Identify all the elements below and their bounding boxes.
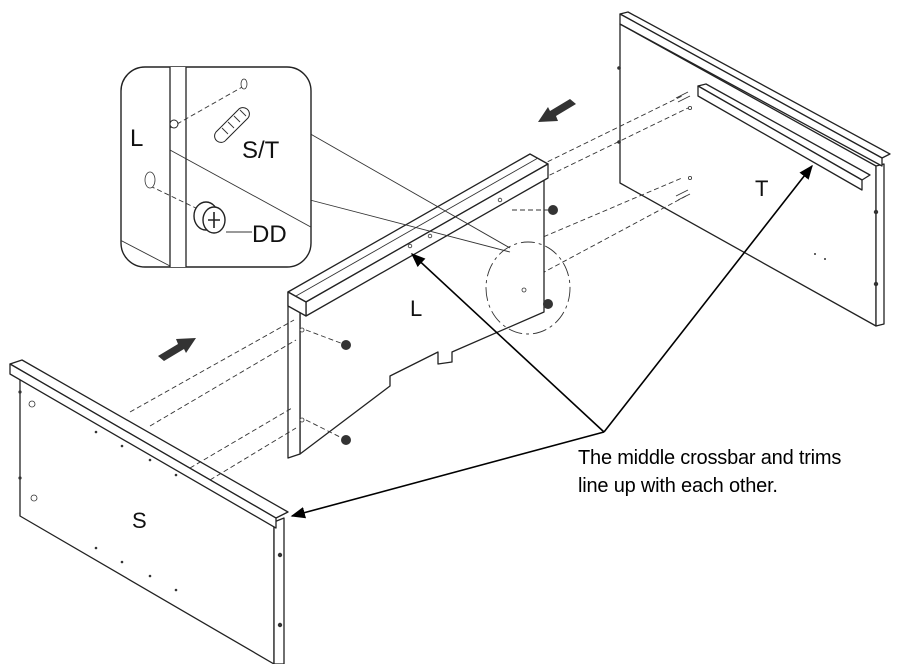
inset-label-dd: DD [252, 221, 287, 248]
alignment-note: The middle crossbar and trims line up wi… [578, 444, 918, 500]
inset-label-l: L [130, 125, 143, 152]
panel-s [9, 359, 289, 664]
pin-dots [94, 430, 178, 592]
panel-t [617, 11, 891, 327]
cam-lock-icon [193, 201, 252, 234]
alignment-guides-s [129, 209, 553, 481]
panel-t-label: T [755, 176, 768, 201]
direction-arrow-icon [158, 338, 196, 361]
note-line-1: The middle crossbar and trims [578, 447, 842, 469]
detail-circle [485, 241, 571, 335]
dowel-icon [169, 107, 250, 143]
inset-detail: L S/T DD [120, 66, 312, 268]
inset-callout-pointer [299, 127, 511, 253]
panel-l-label: L [410, 296, 422, 321]
dowel-icon [675, 91, 693, 201]
note-line-2: line up with each other. [578, 475, 778, 497]
note-pointer-arrows [290, 164, 813, 519]
inset-label-st: S/T [242, 137, 280, 164]
panel-l [287, 153, 558, 459]
direction-arrow-icon [538, 99, 576, 122]
panel-s-label: S [132, 508, 147, 533]
